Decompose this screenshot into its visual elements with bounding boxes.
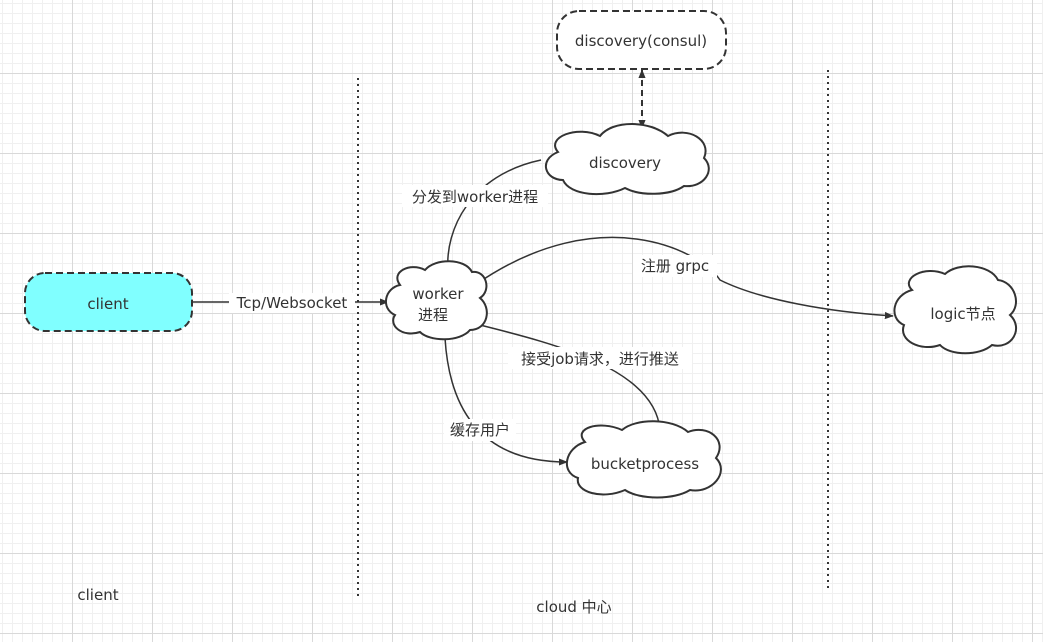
edge-label-register-grpc: 注册 grpc xyxy=(641,257,709,275)
node-discovery-consul[interactable] xyxy=(556,10,727,70)
node-worker-label-line2: 进程 xyxy=(418,306,448,324)
edge-label-cache-user: 缓存用户 xyxy=(450,421,510,439)
edge-accept-job xyxy=(479,324,663,431)
edge-label-tcp-websocket: Tcp/Websocket xyxy=(236,294,348,312)
node-worker-cloud[interactable] xyxy=(385,260,488,341)
node-bucketprocess-label: bucketprocess xyxy=(591,455,699,473)
edge-dispatch-to-worker xyxy=(443,159,542,271)
node-logic-label: logic节点 xyxy=(930,305,995,323)
node-logic-cloud[interactable] xyxy=(893,265,1017,355)
edge-label-accept-job: 接受job请求，进行推送 xyxy=(521,350,679,368)
region-label-client: client xyxy=(77,586,118,604)
node-discovery-cloud[interactable] xyxy=(545,123,710,196)
region-label-cloud: cloud 中心 xyxy=(536,598,611,616)
node-bucketprocess-cloud[interactable] xyxy=(565,420,722,499)
node-client[interactable] xyxy=(24,272,193,332)
edge-label-dispatch: 分发到worker进程 xyxy=(412,188,538,206)
node-client-label: client xyxy=(87,295,128,313)
node-worker-label-line1: worker xyxy=(412,285,464,303)
node-discovery-label: discovery xyxy=(589,154,661,172)
node-discovery-consul-label: discovery(consul) xyxy=(575,32,707,50)
